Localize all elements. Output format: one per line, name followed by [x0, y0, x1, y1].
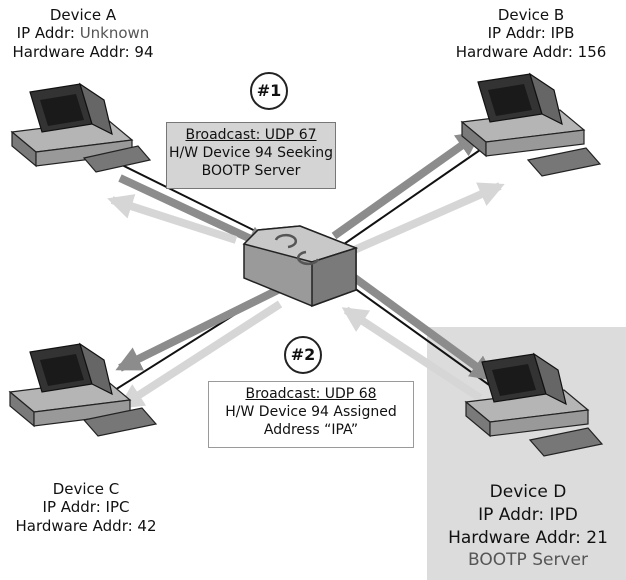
request-arrow-a-to-hub	[118, 174, 273, 251]
step-2-marker: #2	[284, 336, 322, 374]
device-a-ip: IP Addr: Unknown	[16, 24, 150, 43]
device-d-ip: IP Addr: IPD	[478, 504, 578, 525]
reply-arrow-hub-to-a	[107, 194, 238, 244]
computer-icon-device-d	[464, 352, 604, 457]
step-1-line-2: BOOTP Server	[201, 162, 301, 179]
device-a-ip-value: Unknown	[79, 24, 150, 43]
device-b-label: Device B IP Addr: IPB Hardware Addr: 156	[438, 6, 624, 61]
step-2-message-box: Broadcast: UDP 68 H/W Device 94 Assigned…	[208, 381, 414, 448]
device-a-name: Device A	[49, 6, 117, 24]
device-c-name: Device C	[52, 480, 120, 498]
step-2-line-2: Address “IPA”	[263, 421, 359, 438]
step-2-line-1: H/W Device 94 Assigned	[225, 403, 397, 420]
device-b-name: Device B	[497, 6, 565, 24]
request-arrow-hub-to-b	[331, 130, 483, 240]
step-1-message-box: Broadcast: UDP 67 H/W Device 94 Seeking …	[166, 122, 336, 189]
reply-arrow-hub-to-c	[117, 300, 283, 410]
hub-icon	[242, 225, 359, 308]
computer-icon-device-a	[10, 82, 152, 173]
device-d-hw: Hardware Addr: 21	[448, 527, 608, 548]
step-1-marker: #1	[250, 72, 288, 110]
computer-icon-device-b	[460, 72, 602, 177]
reply-arrow-hub-to-b	[334, 182, 505, 262]
device-a-hw: Hardware Addr: 94	[12, 42, 154, 61]
device-d-role: BOOTP Server	[468, 550, 588, 571]
device-c-hw: Hardware Addr: 42	[15, 516, 157, 535]
reply-arrow-d-to-hub	[341, 306, 483, 402]
device-b-ip: IP Addr: IPB	[487, 24, 575, 43]
device-b-hw: Hardware Addr: 156	[455, 42, 607, 61]
computer-icon-device-c	[8, 342, 158, 437]
device-a-label: Device A IP Addr: Unknown Hardware Addr:…	[2, 6, 164, 61]
request-arrow-hub-to-c	[115, 281, 290, 372]
step-1-line-1: H/W Device 94 Seeking	[168, 144, 333, 161]
device-d-name: Device D	[489, 482, 567, 502]
step-2-heading: Broadcast: UDP 68	[245, 386, 377, 402]
request-arrow-hub-to-d	[349, 272, 497, 382]
device-d-label: Device D IP Addr: IPD Hardware Addr: 21 …	[430, 481, 626, 572]
step-1-heading: Broadcast: UDP 67	[185, 127, 317, 143]
device-c-label: Device C IP Addr: IPC Hardware Addr: 42	[0, 480, 172, 535]
device-c-ip: IP Addr: IPC	[42, 498, 130, 517]
